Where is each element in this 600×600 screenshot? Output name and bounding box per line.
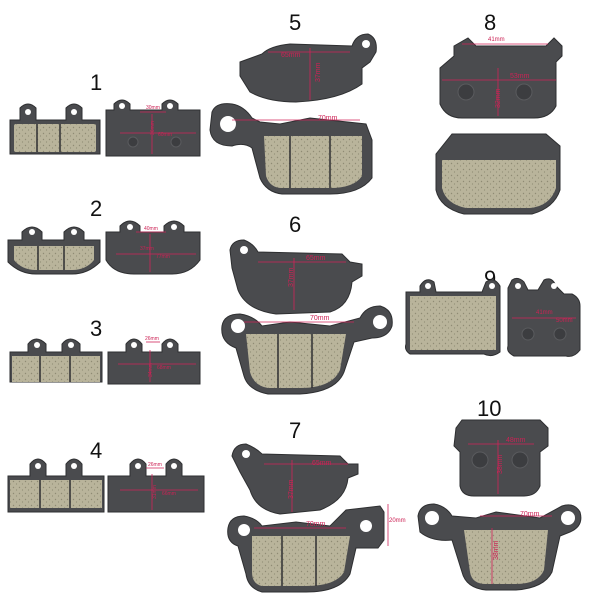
dim-4-a: 26mm	[148, 462, 162, 468]
dim-1-b: 36mm	[150, 121, 156, 135]
dim-2-b: 37mm	[140, 246, 154, 252]
dim-8-a: 41mm	[488, 37, 505, 43]
pad-4-back-plate: 26mm 31mm 66mm	[107, 458, 205, 513]
dim-10-c: 70mm	[520, 511, 540, 518]
dim-9-a: 41mm	[536, 310, 553, 316]
dim-3-b: 34mm	[148, 363, 154, 377]
pad-2-friction-side	[7, 226, 101, 275]
pad-6-back-plate: 65mm 37mm	[229, 239, 363, 315]
item-number-8: 8	[484, 10, 497, 35]
pad-3-back-plate: 26mm 34mm 68mm	[107, 336, 201, 385]
dim-7-a: 65mm	[312, 460, 332, 467]
dim-10-b: 38mm	[497, 454, 504, 474]
dim-3-c: 68mm	[157, 365, 171, 371]
dim-5-c: 70mm	[318, 115, 338, 122]
pad-10-friction-side: 70mm 38mm	[417, 503, 582, 591]
dim-1-c: 60mm	[158, 132, 172, 138]
dim-10-d: 38mm	[493, 540, 500, 560]
pad-9-back-plate: 41mm 50mm	[507, 277, 581, 357]
dim-5-b: 37mm	[315, 62, 322, 82]
dim-1-a: 30mm	[146, 105, 160, 111]
dim-9-b: 50mm	[556, 318, 573, 324]
pad-5-friction-side: 70mm	[209, 103, 373, 195]
item-number-3: 3	[90, 316, 103, 341]
item-number-4: 4	[90, 438, 103, 463]
pad-8-friction-side	[435, 133, 561, 215]
dim-5-a: 65mm	[281, 52, 301, 59]
pad-3-friction-side	[9, 338, 103, 383]
pad-2-back-plate: 40mm 37mm 77mm	[105, 220, 201, 275]
item-number-1: 1	[90, 70, 103, 95]
dim-2-a: 40mm	[144, 226, 158, 232]
dim-4-c: 66mm	[162, 491, 176, 497]
dim-3-a: 26mm	[145, 336, 159, 342]
item-number-5: 5	[289, 10, 302, 35]
pad-7-friction-side: 70mm 20mm	[227, 504, 406, 593]
dim-6-a: 65mm	[306, 255, 326, 262]
pad-6-friction-side: 70mm	[221, 305, 393, 395]
item-number-7: 7	[289, 418, 302, 443]
dim-2-c: 77mm	[156, 254, 170, 260]
dim-8-b: 53mm	[510, 73, 530, 80]
dim-8-c: 32mm	[495, 88, 502, 108]
pad-4-friction-side	[7, 458, 105, 513]
item-number-10: 10	[477, 396, 502, 421]
pad-1-friction-side	[9, 103, 101, 155]
dim-4-b: 31mm	[152, 485, 158, 499]
pad-1-back-plate: 30mm 36mm 60mm	[105, 99, 201, 157]
dim-6-b: 37mm	[288, 267, 295, 287]
pad-8-back-plate: 41mm 53mm 32mm	[439, 37, 563, 119]
pad-9-friction-side	[405, 279, 501, 357]
dim-6-c: 70mm	[310, 315, 330, 322]
dim-7-d: 20mm	[389, 518, 406, 524]
pad-10-back-plate: 48mm 38mm	[453, 419, 549, 497]
dim-10-a: 48mm	[506, 437, 526, 444]
dim-7-c: 70mm	[306, 521, 326, 528]
dim-7-b: 37mm	[288, 479, 295, 499]
item-number-2: 2	[90, 196, 103, 221]
pad-5-back-plate: 65mm 37mm	[239, 33, 377, 103]
item-number-6: 6	[289, 212, 302, 237]
pad-7-back-plate: 65mm 37mm	[231, 443, 359, 515]
